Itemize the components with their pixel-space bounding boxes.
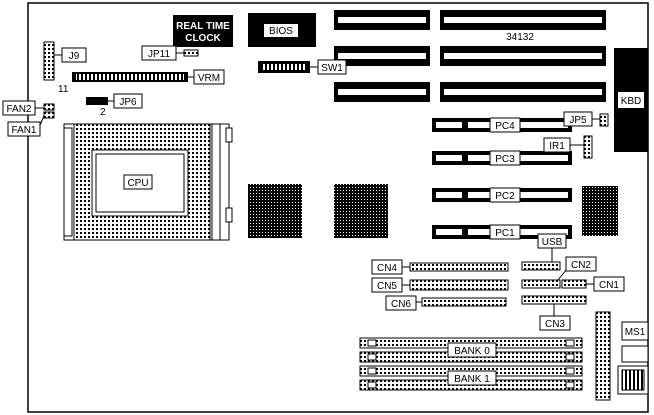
top-slots xyxy=(334,10,606,102)
pc3-label: PC3 xyxy=(495,154,515,165)
pin11-label: 11 xyxy=(58,84,69,95)
cn2-label: CN2 xyxy=(571,260,591,271)
pc4-label: PC4 xyxy=(495,121,515,132)
cn3-header xyxy=(521,295,587,305)
memory-bank-1: BANK 1 xyxy=(359,365,583,391)
bios-label: BIOS xyxy=(269,26,293,37)
j9-header xyxy=(43,41,55,81)
front-panel-header xyxy=(595,311,611,401)
cn5-connector xyxy=(409,279,509,291)
chipset-right xyxy=(582,186,618,236)
mouse-port xyxy=(621,345,649,363)
chipset-left xyxy=(248,184,302,238)
bank1-label: BANK 1 xyxy=(454,374,490,385)
fan1-label: FAN1 xyxy=(11,125,36,136)
bios-chip: BIOS xyxy=(248,13,316,47)
rtc-label-line1: REAL TIME xyxy=(176,21,230,32)
rtc-label-line2: CLOCK xyxy=(185,33,221,44)
j9-label: J9 xyxy=(69,51,80,62)
chipset-middle xyxy=(334,184,388,238)
sw1-label: SW1 xyxy=(321,63,343,74)
cn3-label: CN3 xyxy=(545,319,565,330)
pc1-label: PC1 xyxy=(495,228,515,239)
cn1-label: CN1 xyxy=(599,280,619,291)
board-part-number: 34132 xyxy=(506,32,534,43)
usb-header xyxy=(521,261,561,271)
pin2-label: 2 xyxy=(100,107,106,118)
cpu-label: CPU xyxy=(127,178,148,189)
kbd-label: KBD xyxy=(621,96,642,107)
ir1-header xyxy=(583,135,593,159)
fan2-header xyxy=(43,103,55,111)
jp5-label: JP5 xyxy=(569,115,587,126)
cn4-connector xyxy=(409,262,509,272)
ir1-label: IR1 xyxy=(549,141,565,152)
fan2-label: FAN2 xyxy=(6,104,31,115)
usb-label: USB xyxy=(542,237,563,248)
cn4-label: CN4 xyxy=(377,263,397,274)
pc2-label: PC2 xyxy=(495,191,515,202)
jp11-jumper xyxy=(183,49,199,57)
vrm-label: VRM xyxy=(198,73,220,84)
jp5-jumper xyxy=(599,113,609,127)
cn6-connector xyxy=(421,297,507,307)
cn2-header xyxy=(521,279,561,289)
bank0-label: BANK 0 xyxy=(454,346,490,357)
real-time-clock: REAL TIME CLOCK xyxy=(173,15,233,47)
jp6-jumper xyxy=(86,97,108,105)
cn6-label: CN6 xyxy=(391,299,411,310)
ms1-label: MS1 xyxy=(625,327,646,338)
memory-bank-0: BANK 0 xyxy=(359,337,583,363)
fan1-header xyxy=(43,111,55,119)
cn1-header xyxy=(561,279,587,289)
jp11-label: JP11 xyxy=(148,49,170,60)
jp6-label: JP6 xyxy=(119,97,137,108)
keyboard-connector: KBD xyxy=(614,48,648,152)
cn5-label: CN5 xyxy=(377,281,397,292)
cpu-socket: CPU xyxy=(63,123,233,241)
